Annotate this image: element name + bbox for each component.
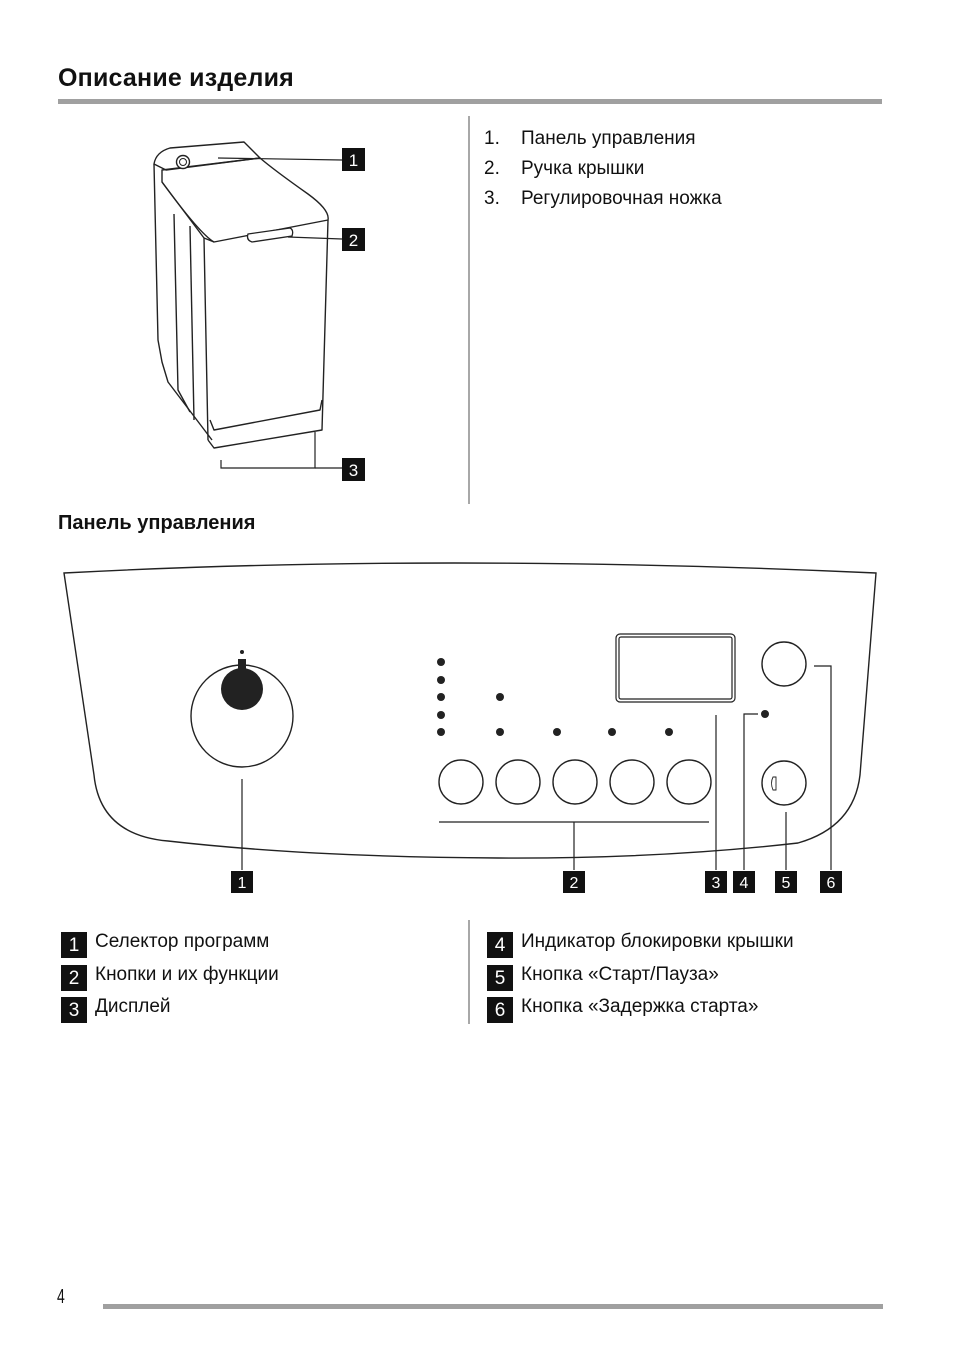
svg-text:1: 1 [349, 151, 358, 170]
start-pause-icon [771, 776, 777, 791]
list-item-label: Ручка крышки [521, 158, 645, 179]
control-panel-illustration: 1 2 3 4 5 6 [63, 562, 877, 893]
panel-callout-1: 1 [231, 871, 253, 893]
indicator-dot [437, 728, 445, 736]
indicator-lights [437, 658, 769, 736]
legend-badge: 1 [61, 932, 87, 959]
panel-callout-5: 5 [775, 871, 797, 893]
function-button[interactable] [609, 759, 655, 805]
panel-callout-6: 6 [820, 871, 842, 893]
indicator-dot [496, 693, 504, 701]
legend-label: Кнопка «Задержка старта» [521, 996, 759, 1017]
legend-item: 1 Селектор программ [61, 926, 279, 959]
legend-badge: 6 [487, 997, 513, 1024]
indicator-dot [608, 728, 616, 736]
svg-text:6: 6 [827, 875, 836, 892]
svg-text:2: 2 [349, 231, 358, 250]
indicator-dot [496, 728, 504, 736]
function-button[interactable] [552, 759, 598, 805]
list-item-label: Регулировочная ножка [521, 188, 722, 209]
title-divider [58, 99, 882, 104]
legend-right: 4 Индикатор блокировки крышки 5 Кнопка «… [487, 926, 794, 1024]
list-item-label: Панель управления [521, 128, 696, 149]
section-title: Панель управления [58, 512, 256, 534]
machine-callout-1: 1 [342, 148, 365, 171]
legend-item: 6 Кнопка «Задержка старта» [487, 991, 794, 1024]
indicator-dot [553, 728, 561, 736]
legend-badge: 5 [487, 964, 513, 991]
function-button[interactable] [438, 759, 484, 805]
svg-text:2: 2 [570, 875, 579, 892]
list-item-number: 2. [484, 158, 500, 179]
panel-outline [63, 562, 877, 859]
legend-badge: 2 [61, 964, 87, 991]
legend-item: 4 Индикатор блокировки крышки [487, 926, 794, 959]
parts-list: 1. Панель управления 2. Ручка крышки 3. … [484, 124, 722, 214]
washing-machine-illustration: 1 2 3 [153, 141, 365, 481]
page-title: Описание изделия [58, 64, 294, 92]
legend-label: Селектор программ [95, 931, 270, 952]
legend-item: 3 Дисплей [61, 991, 279, 1024]
machine-callout-2: 2 [342, 228, 365, 251]
indicator-dot [437, 693, 445, 701]
panel-callout-3: 3 [705, 871, 727, 893]
indicator-dot [665, 728, 673, 736]
legend-label: Индикатор блокировки крышки [521, 931, 794, 952]
svg-text:3: 3 [712, 875, 721, 892]
legend-item: 2 Кнопки и их функции [61, 959, 279, 992]
program-selector-icon [190, 650, 294, 768]
program-knob-icon [175, 154, 191, 170]
start-pause-button[interactable] [761, 760, 807, 806]
indicator-dot [437, 658, 445, 666]
svg-text:5: 5 [782, 875, 791, 892]
legend-label: Кнопка «Старт/Пауза» [521, 963, 719, 985]
machine-callout-3: 3 [342, 458, 365, 481]
svg-text:4: 4 [740, 875, 749, 892]
page-number: 4 [57, 1286, 65, 1308]
display [615, 633, 736, 703]
legend-badge: 3 [61, 997, 87, 1024]
list-item: 2. Ручка крышки [484, 154, 722, 184]
list-item: 1. Панель управления [484, 124, 722, 154]
panel-callout-4: 4 [733, 871, 755, 893]
svg-text:1: 1 [238, 875, 247, 892]
lid-lock-indicator-dot [761, 710, 769, 718]
function-button[interactable] [666, 759, 712, 805]
svg-text:3: 3 [349, 461, 358, 480]
legend-label: Кнопки и их функции [95, 963, 279, 985]
legend-left: 1 Селектор программ 2 Кнопки и их функци… [61, 926, 279, 1024]
legend-badge: 4 [487, 932, 513, 959]
legend-item: 5 Кнопка «Старт/Пауза» [487, 959, 794, 992]
column-divider [468, 920, 470, 1024]
indicator-dot [437, 676, 445, 684]
function-button[interactable] [495, 759, 541, 805]
panel-callout-2: 2 [563, 871, 585, 893]
lid-handle-icon [246, 227, 294, 243]
list-item-number: 3. [484, 188, 500, 209]
column-divider [468, 116, 470, 504]
list-item: 3. Регулировочная ножка [484, 184, 722, 214]
footer-divider [103, 1304, 883, 1309]
indicator-dot [437, 711, 445, 719]
legend-label: Дисплей [95, 996, 171, 1017]
list-item-number: 1. [484, 128, 500, 149]
delay-start-button[interactable] [761, 641, 807, 687]
